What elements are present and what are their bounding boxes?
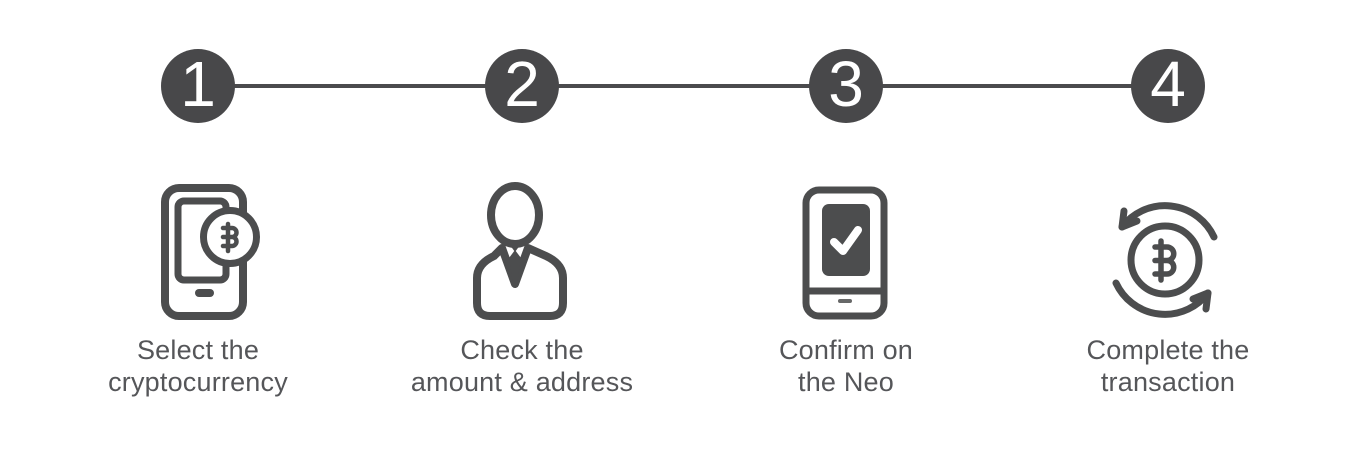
- step-2-number: 2: [504, 48, 540, 120]
- step-1-number: 1: [180, 48, 216, 120]
- step-4-number: 4: [1150, 48, 1186, 120]
- step-3-circle: 3: [809, 49, 883, 123]
- step-connector-line: [198, 84, 1168, 88]
- businessman-icon: [473, 182, 567, 320]
- smartphone-bitcoin-icon: [161, 184, 260, 320]
- step-3-number: 3: [828, 48, 864, 120]
- bitcoin-cycle-icon: [1112, 202, 1218, 318]
- device-checkmark-icon: [802, 186, 888, 320]
- step-1-label: Select the cryptocurrency: [108, 335, 288, 398]
- step-1-circle: 1: [161, 49, 235, 123]
- step-4-circle: 4: [1131, 49, 1205, 123]
- step-2-circle: 2: [485, 49, 559, 123]
- step-4-label: Complete the transaction: [1086, 335, 1250, 398]
- step-2-label: Check the amount & address: [410, 335, 634, 398]
- step-3-label: Confirm on the Neo: [778, 335, 914, 398]
